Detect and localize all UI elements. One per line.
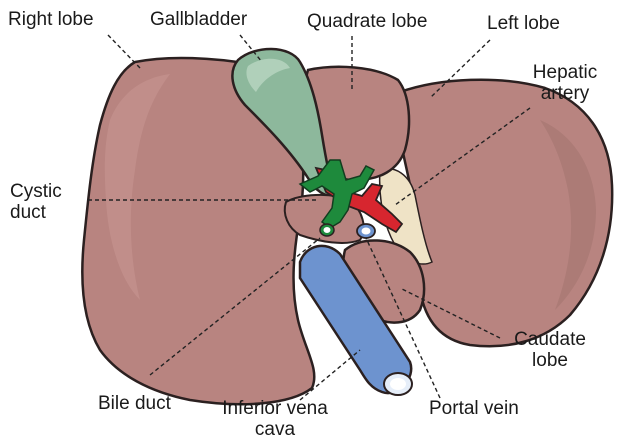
- label-cystic-duct-line2: duct: [10, 202, 62, 223]
- label-left-lobe: Left lobe: [487, 13, 560, 34]
- label-cystic-duct-line1: Cystic: [10, 181, 62, 202]
- label-gallbladder: Gallbladder: [150, 9, 247, 30]
- label-bile-duct: Bile duct: [98, 393, 171, 414]
- bile-duct-lumen: [324, 227, 331, 233]
- label-hepatic-artery: Hepatic artery: [520, 62, 610, 104]
- label-inferior-vena-cava: Inferior vena cava: [195, 398, 355, 440]
- label-quadrate-lobe: Quadrate lobe: [307, 11, 427, 32]
- label-caudate-lobe: Caudate lobe: [500, 329, 600, 371]
- label-ivc-line2: cava: [195, 419, 355, 440]
- label-portal-vein: Portal vein: [429, 398, 519, 419]
- label-hepatic-artery-line2: artery: [520, 83, 610, 104]
- portal-vein-lumen: [362, 228, 371, 235]
- label-hepatic-artery-line1: Hepatic: [520, 62, 610, 83]
- label-cystic-duct: Cystic duct: [10, 181, 62, 223]
- label-caudate-lobe-line2: lobe: [500, 350, 600, 371]
- label-ivc-line1: Inferior vena: [195, 398, 355, 419]
- label-right-lobe: Right lobe: [8, 9, 94, 30]
- label-caudate-lobe-line1: Caudate: [500, 329, 600, 350]
- ivc-opening-inner: [390, 378, 406, 390]
